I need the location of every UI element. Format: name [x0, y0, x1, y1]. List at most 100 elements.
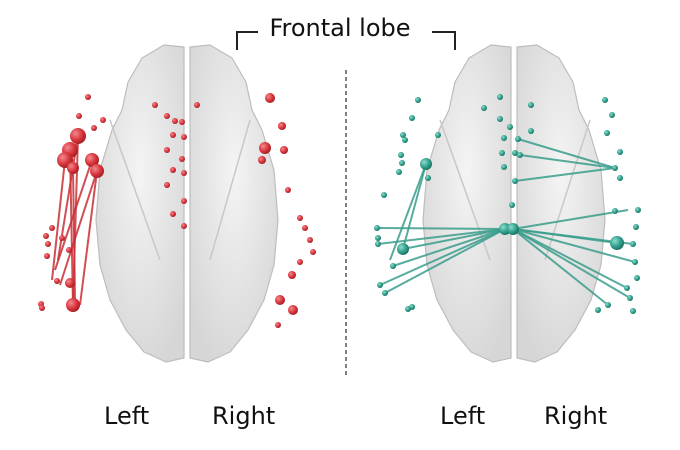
label-right-2: Right — [544, 402, 608, 430]
red-node — [302, 225, 308, 231]
frontal-lobe-title: Frontal lobe — [269, 14, 411, 42]
teal-node — [398, 152, 404, 158]
red-node — [49, 225, 55, 231]
red-node — [164, 113, 170, 119]
red-node — [172, 118, 178, 124]
teal-node — [381, 192, 387, 198]
teal-edge — [402, 228, 506, 250]
red-edge — [72, 167, 76, 301]
teal-edge — [512, 228, 636, 263]
red-node — [288, 271, 296, 279]
red-node — [280, 146, 288, 154]
red-node — [278, 122, 286, 130]
teal-node — [509, 202, 515, 208]
red-node — [170, 167, 176, 173]
teal-node — [630, 241, 636, 247]
teal-edge — [512, 228, 628, 289]
red-node — [164, 182, 170, 188]
red-edge — [51, 159, 66, 281]
red-node — [66, 298, 80, 312]
red-node — [265, 93, 275, 103]
teal-node — [632, 259, 638, 265]
red-node — [90, 164, 104, 178]
red-node — [288, 305, 298, 315]
red-node — [179, 156, 185, 162]
teal-node — [512, 178, 518, 184]
teal-node — [634, 275, 640, 281]
teal-node — [499, 150, 505, 156]
teal-node — [507, 223, 519, 235]
red-node — [275, 322, 281, 328]
red-node — [310, 249, 316, 255]
teal-node — [390, 263, 396, 269]
teal-edge — [376, 227, 506, 230]
red-node — [164, 147, 170, 153]
teal-node — [399, 160, 405, 166]
teal-node — [633, 224, 639, 230]
teal-node — [377, 282, 383, 288]
teal-node — [595, 307, 601, 313]
teal-node — [605, 302, 611, 308]
red-node — [91, 125, 97, 131]
teal-node — [507, 124, 513, 130]
teal-node — [375, 235, 381, 241]
teal-edge — [392, 228, 506, 267]
red-node — [181, 170, 187, 176]
red-node — [179, 119, 185, 125]
teal-node — [609, 112, 615, 118]
teal-node — [627, 295, 633, 301]
hemisphere-right-2 — [516, 44, 606, 363]
red-node — [297, 259, 303, 265]
red-node — [65, 278, 75, 288]
teal-node — [617, 149, 623, 155]
teal-node — [501, 164, 507, 170]
red-node — [259, 142, 271, 154]
red-node — [194, 102, 200, 108]
teal-node — [630, 308, 636, 314]
teal-node — [382, 290, 388, 296]
label-left-2: Left — [440, 402, 486, 430]
teal-edge — [512, 228, 631, 299]
teal-edge — [512, 209, 629, 230]
teal-node — [409, 115, 415, 121]
teal-node — [528, 102, 534, 108]
teal-edge — [402, 163, 427, 250]
teal-edge — [379, 228, 506, 286]
teal-node — [515, 136, 521, 142]
teal-node — [497, 94, 503, 100]
hemisphere-left-2 — [422, 44, 512, 363]
teal-edge — [512, 228, 609, 306]
teal-node — [375, 241, 381, 247]
label-right-1: Right — [212, 402, 276, 430]
teal-node — [425, 175, 431, 181]
red-node — [181, 134, 187, 140]
teal-node — [512, 150, 518, 156]
red-node — [39, 305, 45, 311]
red-node — [275, 295, 285, 305]
bracket-right — [432, 31, 456, 50]
red-node — [54, 278, 60, 284]
red-node — [43, 233, 49, 239]
sulcus-line — [209, 119, 251, 261]
red-node — [67, 162, 79, 174]
teal-node — [405, 306, 411, 312]
teal-node — [617, 175, 623, 181]
teal-edge — [377, 228, 506, 245]
red-node — [258, 156, 266, 164]
teal-node — [604, 130, 610, 136]
red-node — [76, 113, 82, 119]
red-node — [59, 235, 65, 241]
teal-node — [602, 97, 608, 103]
teal-node — [481, 105, 487, 111]
sulcus-line — [439, 119, 491, 261]
teal-node — [396, 169, 402, 175]
teal-node — [612, 208, 618, 214]
red-node — [181, 223, 187, 229]
red-node — [285, 187, 291, 193]
red-node — [170, 211, 176, 217]
teal-node — [374, 225, 380, 231]
teal-node — [402, 137, 408, 143]
red-node — [307, 237, 313, 243]
red-node — [181, 198, 187, 204]
red-node — [66, 247, 72, 253]
